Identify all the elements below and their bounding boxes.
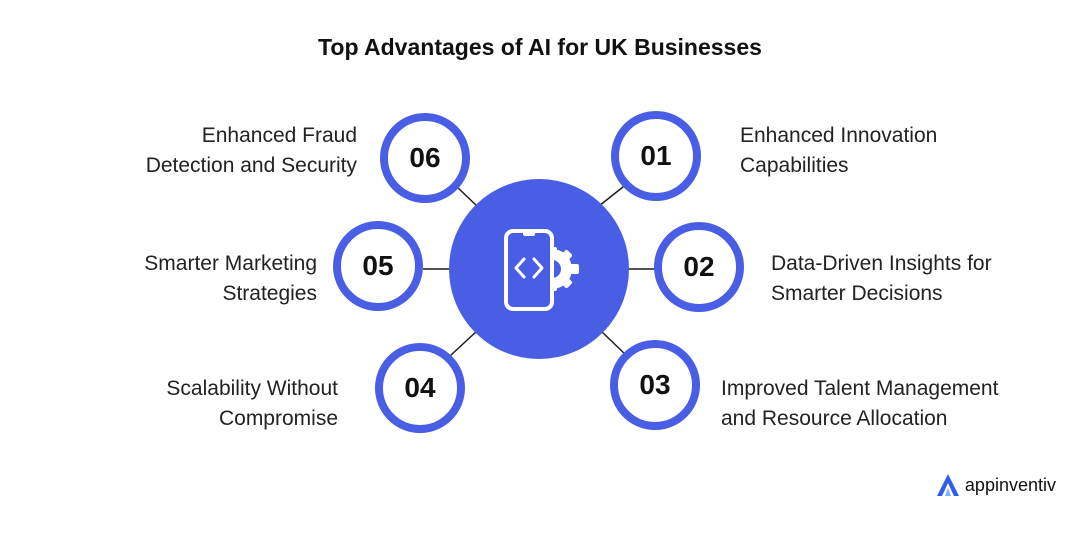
label-01-line2: Capabilities xyxy=(740,154,849,177)
central-hub xyxy=(449,179,629,359)
node-04: 04 xyxy=(375,343,465,433)
label-06-line2: Detection and Security xyxy=(145,154,357,177)
connector-06 xyxy=(454,184,479,208)
label-01-line1: Enhanced Innovation xyxy=(740,124,938,147)
label-06-line1: Enhanced Fraud xyxy=(201,124,357,147)
label-03-line1: Improved Talent Management xyxy=(721,377,999,400)
label-05: Smarter Marketing Strategies xyxy=(144,249,317,309)
label-06: Enhanced Fraud Detection and Security xyxy=(146,121,357,181)
node-02: 02 xyxy=(654,222,744,312)
brand-logo: appinventiv xyxy=(935,472,1056,498)
node-05: 05 xyxy=(333,221,423,311)
appinventiv-logo-icon xyxy=(936,474,959,496)
label-04-line2: Compromise xyxy=(218,407,338,430)
label-04-line1: Scalability Without xyxy=(166,377,338,400)
label-03-line2: and Resource Allocation xyxy=(721,407,948,430)
label-02-line2: Smarter Decisions xyxy=(771,282,943,305)
label-03: Improved Talent Management and Resource … xyxy=(721,374,998,434)
label-02-line1: Data-Driven Insights for xyxy=(771,252,992,275)
node-03: 03 xyxy=(610,340,700,430)
brand-name: appinventiv xyxy=(964,474,1056,495)
mobile-code-gear-icon xyxy=(504,229,579,311)
label-05-line2: Strategies xyxy=(222,282,317,305)
node-01: 01 xyxy=(611,111,701,201)
node-06: 06 xyxy=(380,113,470,203)
label-05-line1: Smarter Marketing xyxy=(144,252,317,275)
page-title: Top Advantages of AI for UK Businesses xyxy=(318,34,762,60)
label-01: Enhanced Innovation Capabilities xyxy=(740,121,937,181)
connector-04 xyxy=(449,329,479,357)
label-02: Data-Driven Insights for Smarter Decisio… xyxy=(771,249,992,309)
connector-03 xyxy=(599,329,628,357)
label-04: Scalability Without Compromise xyxy=(166,374,338,434)
